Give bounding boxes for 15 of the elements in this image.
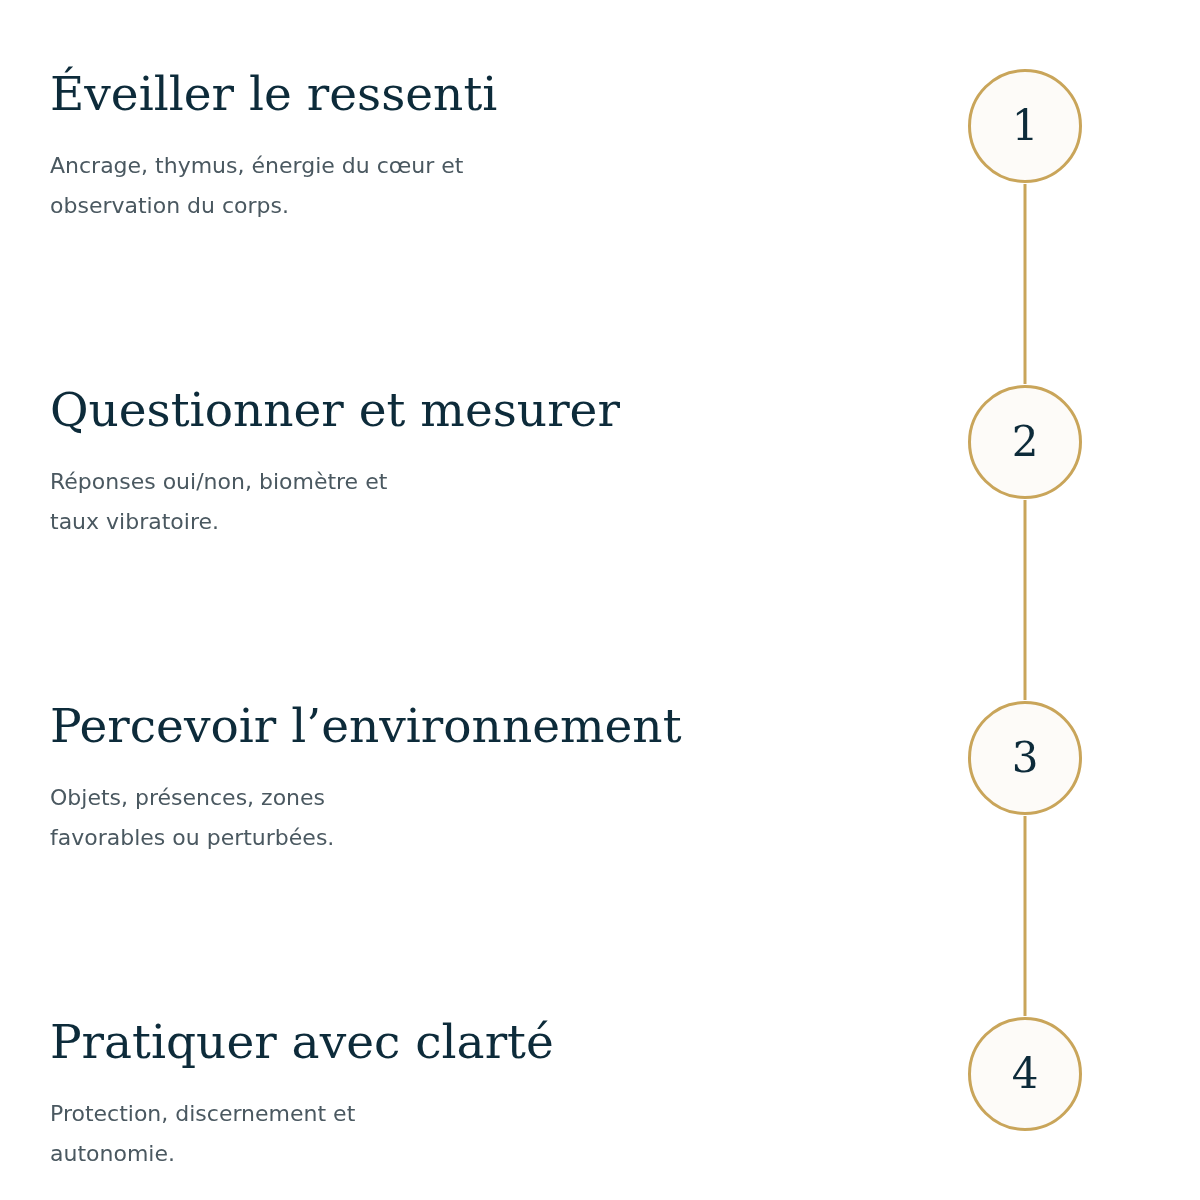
connector-line [1023, 184, 1027, 384]
step-number: 2 [1011, 421, 1039, 463]
step-description: Protection, discernement et autonomie. [50, 1100, 357, 1168]
step-title: Pratiquer avec clarté [50, 1016, 554, 1068]
step-description: Réponses oui/non, biomètre et taux vibratoire. [50, 468, 389, 536]
step-number: 1 [1011, 105, 1039, 147]
step-description: Objets, présences, zones favorables ou perturbées. [50, 784, 336, 852]
step-title: Percevoir l’environnement [50, 700, 682, 752]
step-title: Éveiller le ressenti [50, 68, 498, 120]
connector-line [1023, 816, 1027, 1016]
step-description: Ancrage, thymus, énergie du cœur et observation du corps. [50, 152, 465, 220]
step-title: Questionner et mesurer [50, 384, 620, 436]
step-number: 3 [1011, 737, 1039, 779]
step-number: 4 [1011, 1053, 1039, 1095]
connector-line [1023, 500, 1027, 700]
